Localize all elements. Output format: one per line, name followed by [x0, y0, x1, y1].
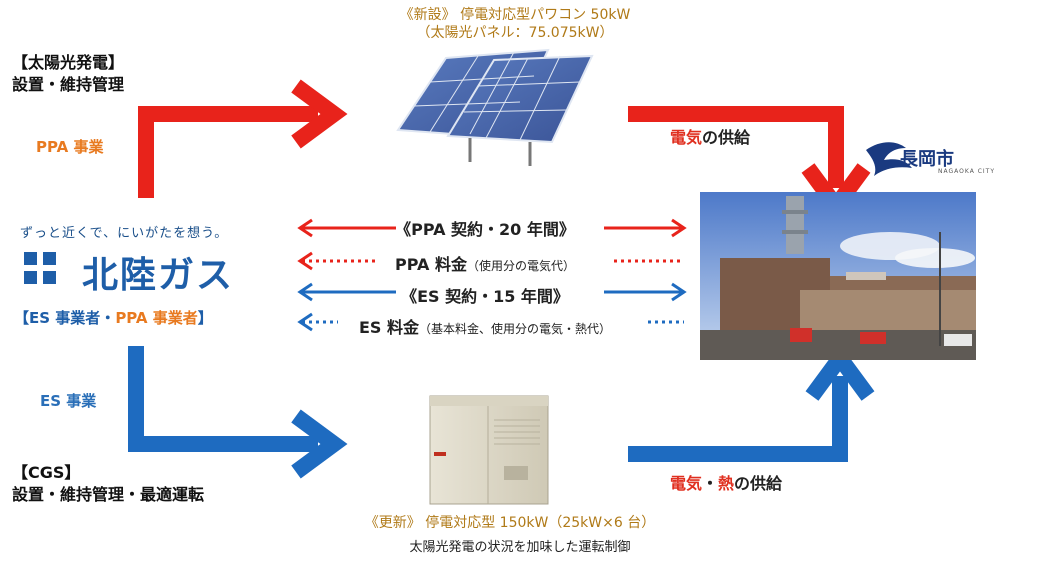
role-separator: ・ — [100, 309, 116, 327]
nagaoka-city-subtitle: NAGAOKA CITY — [938, 168, 995, 175]
role-ppa-operator: PPA 事業者 — [115, 309, 198, 327]
role-es-operator: ES 事業者 — [29, 309, 101, 327]
ppa-fee-label: PPA 料金（使用分の電気代） — [340, 251, 630, 275]
nagaoka-city-bird-icon — [866, 142, 912, 176]
city-hall-photo — [700, 192, 976, 360]
supply-suffix: の供給 — [702, 128, 751, 147]
es-flow-arrow — [128, 346, 348, 479]
cgs-label: 【CGS】 設置・維持管理・最適運転 — [12, 462, 204, 506]
electricity-word: 電気 — [670, 128, 703, 147]
hokuriku-gas-name: 北陸ガス — [82, 255, 235, 296]
cgs-title-text: 停電対応型 150kW（25kW×6 台） — [425, 515, 656, 531]
hokuriku-tagline: ずっと近くで、にいがたを想う。 — [20, 226, 229, 241]
hokuriku-role: 【ES 事業者・PPA 事業者】 — [14, 307, 213, 328]
electricity-supply-label: 電気の供給 — [670, 124, 750, 148]
es-fee-text: ES 料金 — [358, 318, 419, 337]
hokuriku-gas-logo-icon — [24, 252, 56, 284]
ppa-flow-arrow — [138, 79, 348, 198]
ppa-fee-text: PPA 料金 — [395, 255, 467, 274]
solar-power-heading: 【太陽光発電】 — [12, 53, 125, 72]
es-fee-label: ES 料金（基本料金、使用分の電気・熱代） — [340, 314, 630, 338]
role-open-bracket: 【 — [14, 309, 30, 327]
ppa-fee-note: （使用分の電気代） — [466, 259, 575, 273]
ppa-fee-arrow — [297, 251, 684, 271]
ppa-contract-arrow — [297, 218, 687, 238]
es-contract-label: 《ES 契約・15 年間》 — [401, 287, 569, 306]
es-contract-arrow — [297, 282, 687, 302]
cgs-heading: 【CGS】 — [12, 463, 81, 482]
es-business-label: ES 事業 — [40, 392, 97, 410]
electricity-word-2: 電気 — [670, 474, 703, 493]
heat-supply-label: 電気・熱の供給 — [670, 470, 782, 494]
cgs-title-bracket: 《更新》 — [364, 515, 421, 531]
heat-word: 熱 — [718, 474, 735, 493]
solar-panel-image — [396, 48, 594, 166]
solar-panel-capacity: （太陽光パネル：75.075kW） — [416, 25, 614, 41]
cgs-unit-image — [429, 395, 549, 505]
es-fee-arrow — [297, 312, 684, 332]
cgs-control-description: 太陽光発電の状況を加味した運転制御 — [409, 540, 631, 555]
cgs-duty: 設置・維持管理・最適運転 — [12, 485, 205, 504]
solar-equipment-title: 《新設》 停電対応型パワコン 50kW （太陽光パネル：75.075kW） — [355, 6, 675, 42]
solar-title-text: 停電対応型パワコン 50kW — [460, 7, 631, 23]
solar-title-bracket: 《新設》 — [399, 7, 456, 23]
es-fee-note: （基本料金、使用分の電気・熱代） — [419, 322, 612, 336]
cgs-equipment-title: 《更新》 停電対応型 150kW（25kW×6 台） — [330, 514, 690, 532]
nagaoka-city-name: 長岡市 — [900, 149, 954, 170]
heat-separator: ・ — [702, 474, 719, 493]
ppa-business-label: PPA 事業 — [36, 138, 104, 156]
solar-power-label: 【太陽光発電】 設置・維持管理 — [12, 52, 124, 96]
role-close-bracket: 】 — [197, 309, 213, 327]
heat-supply-suffix: の供給 — [734, 474, 783, 493]
heat-supply-arrow — [628, 344, 875, 462]
solar-power-duty: 設置・維持管理 — [12, 75, 125, 94]
ppa-contract-label: 《PPA 契約・20 年間》 — [395, 220, 575, 239]
